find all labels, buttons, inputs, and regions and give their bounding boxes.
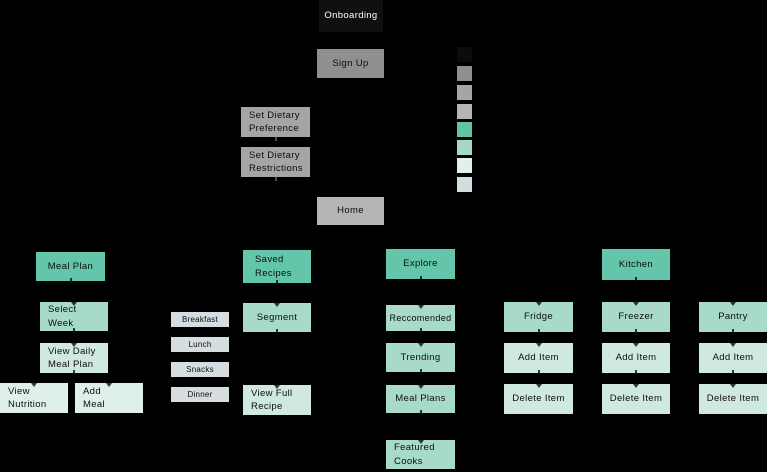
node-view-full-recipe[interactable]: View Full Recipe (243, 385, 311, 415)
node-saved-recipes[interactable]: Saved Recipes (243, 250, 311, 283)
node-add-meal[interactable]: Add Meal (75, 383, 143, 413)
node-delete-item-pantry[interactable]: Delete Item (699, 384, 767, 414)
node-select-week[interactable]: Select Week (40, 302, 108, 331)
node-label: Meal Plans (395, 393, 446, 405)
node-lunch[interactable]: Lunch (171, 337, 229, 352)
legend-swatch-7 (457, 158, 472, 173)
node-label: Select Week (48, 304, 77, 329)
legend-swatch-4 (457, 104, 472, 119)
node-reccomended[interactable]: Reccomended (386, 305, 455, 331)
node-kitchen[interactable]: Kitchen (602, 249, 670, 280)
node-label: Lunch (188, 339, 212, 349)
legend-swatch-8 (457, 177, 472, 192)
node-delete-item-fridge[interactable]: Delete Item (504, 384, 573, 414)
node-label: Breakfast (181, 314, 219, 324)
node-freezer[interactable]: Freezer (602, 302, 670, 332)
node-label: Kitchen (618, 258, 654, 270)
legend-swatch-1 (457, 47, 472, 62)
node-fridge[interactable]: Fridge (504, 302, 573, 332)
node-breakfast[interactable]: Breakfast (171, 312, 229, 327)
node-label: Reccomended (389, 312, 452, 323)
node-label: Add Item (712, 352, 754, 364)
node-snacks[interactable]: Snacks (171, 362, 229, 377)
node-set-dietary-preference[interactable]: Set Dietary Preference (241, 107, 310, 137)
node-home[interactable]: Home (317, 197, 384, 225)
node-label: Home (337, 205, 364, 217)
node-label: View Daily Meal Plan (48, 345, 96, 370)
node-label: Freezer (618, 311, 654, 323)
node-pantry[interactable]: Pantry (699, 302, 767, 332)
node-view-daily-meal-plan[interactable]: View Daily Meal Plan (40, 343, 108, 373)
node-onboarding[interactable]: Onboarding (319, 0, 383, 32)
node-label: View Nutrition (8, 385, 47, 410)
node-label: Set Dietary Preference (249, 109, 300, 134)
node-label: Add Meal (83, 385, 105, 410)
node-label: Delete Item (512, 393, 565, 405)
node-delete-item-freezer[interactable]: Delete Item (602, 384, 670, 414)
node-set-dietary-restrictions[interactable]: Set Dietary Restrictions (241, 147, 310, 177)
legend-swatch-6 (457, 140, 472, 155)
node-label: Meal Plan (47, 260, 94, 272)
node-label: Add Item (518, 352, 559, 364)
node-sign-up[interactable]: Sign Up (317, 49, 384, 78)
legend-swatch-2 (457, 66, 472, 81)
node-add-item-fridge[interactable]: Add Item (504, 343, 573, 373)
node-featured-cooks[interactable]: Featured Cooks (386, 440, 455, 469)
legend-swatch-3 (457, 85, 472, 100)
node-label: Fridge (523, 311, 554, 323)
node-label: Saved Recipes (255, 254, 292, 279)
legend-swatch-5 (457, 122, 472, 137)
node-label: Delete Item (706, 393, 760, 405)
node-label: Segment (256, 311, 298, 323)
node-trending[interactable]: Trending (386, 343, 455, 372)
node-label: Dinner (187, 389, 213, 399)
node-add-item-pantry[interactable]: Add Item (699, 343, 767, 373)
node-add-item-freezer[interactable]: Add Item (602, 343, 670, 373)
node-dinner[interactable]: Dinner (171, 387, 229, 402)
node-label: Snacks (186, 364, 214, 374)
node-label: Onboarding (324, 10, 378, 22)
node-label: Pantry (718, 311, 748, 323)
node-label: Sign Up (332, 57, 369, 69)
node-meal-plans[interactable]: Meal Plans (386, 385, 455, 413)
node-label: Set Dietary Restrictions (249, 149, 303, 174)
node-label: Add Item (615, 352, 657, 364)
node-label: View Full Recipe (251, 387, 293, 412)
node-meal-plan[interactable]: Meal Plan (36, 252, 105, 281)
node-label: Explore (403, 258, 438, 270)
node-explore[interactable]: Explore (386, 249, 455, 279)
node-view-nutrition[interactable]: View Nutrition (0, 383, 68, 413)
node-segment[interactable]: Segment (243, 303, 311, 332)
node-label: Delete Item (609, 393, 663, 405)
node-label: Trending (400, 351, 441, 363)
node-label: Featured Cooks (394, 442, 435, 467)
